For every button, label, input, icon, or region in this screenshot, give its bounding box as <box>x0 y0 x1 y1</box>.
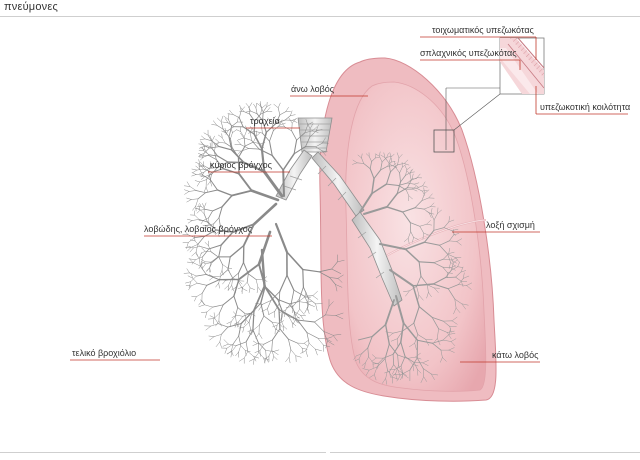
label-upper-lobe: άνω λοβός <box>291 84 335 94</box>
lung-right <box>319 57 497 402</box>
label-pleural-cavity: υπεζωκοτική κοιλότητα <box>540 102 631 112</box>
label-oblique-fissure: λοξή σχισμή <box>486 220 535 230</box>
label-lower-lobe: κάτω λοβός <box>492 350 539 360</box>
inset-marker-box <box>433 129 455 153</box>
trachea-tube <box>275 117 403 307</box>
label-parietal-pleura: τοιχωματικός υπεζωκότας <box>432 25 534 35</box>
label-lobar-bronchus: λοβώδης, λοβαίος βρόγχος <box>144 224 253 234</box>
page-header: πνεύμονες <box>0 0 640 17</box>
label-visceral-pleura: σπλαχνικός υπεζωκότας <box>420 48 517 58</box>
label-terminal-bronchiole: τελικό βροχιόλιο <box>72 348 137 358</box>
leader-lines <box>70 36 628 363</box>
page-title: πνεύμονες <box>4 1 58 13</box>
pleura-inset <box>433 37 545 153</box>
label-main-bronchus: κύριος βρόγχος <box>210 160 273 170</box>
footer-rule <box>0 452 640 460</box>
label-trachea: τραχεία <box>250 116 280 126</box>
bronchial-tree-right <box>352 151 473 385</box>
